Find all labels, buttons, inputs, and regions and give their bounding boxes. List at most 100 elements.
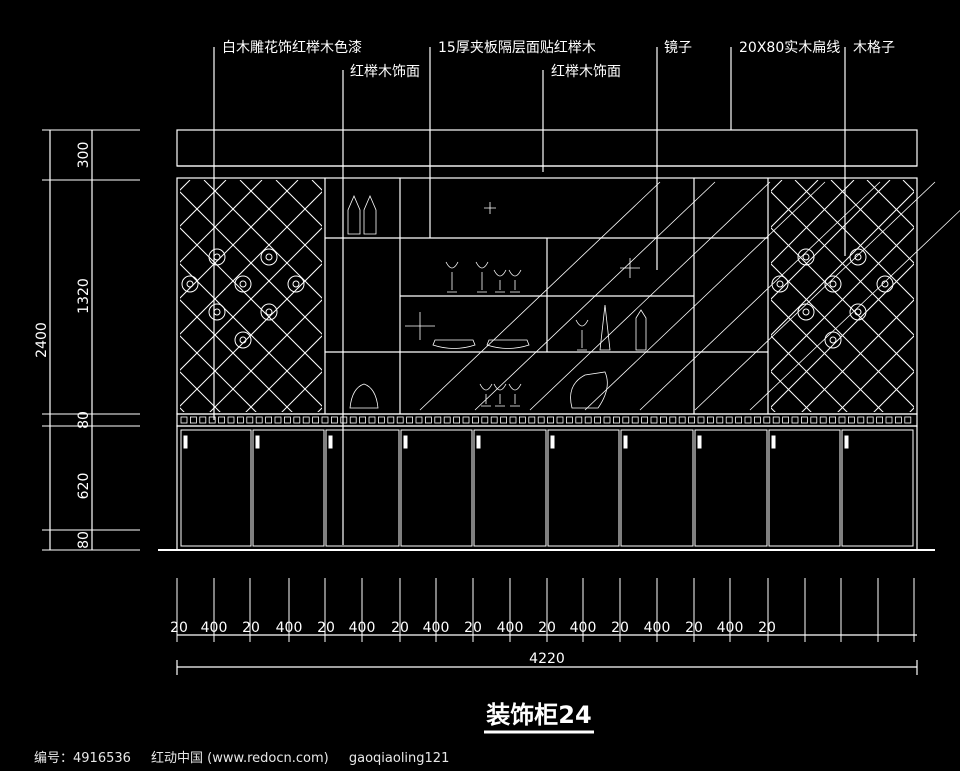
decanter [349,383,379,409]
drawing-title: 装饰柜24 [486,701,591,729]
wine-glass [493,383,507,407]
teapot [570,371,608,409]
wine-glass [575,319,589,351]
door-handle [623,435,628,449]
wine-bottle-end [797,248,815,266]
dish [486,339,530,349]
callout-beech-veneer-left: 红榉木饰面 [350,64,420,80]
wine-glass [475,261,489,293]
callout-mirror: 镜子 [664,40,692,56]
door-handle [328,435,333,449]
vdim-segment: 300 [76,142,92,169]
door-handle [550,435,555,449]
door-handle [403,435,408,449]
vdim-segment: 80 [76,411,92,429]
wine-bottle-end [849,303,867,321]
callout-shelf-board: 15厚夹板隔层面贴红榉木 [438,40,596,56]
hdim-segment-label: 20 [391,620,409,636]
door-handle [697,435,702,449]
lower-cabinet-frame [176,425,918,551]
wine-glass [445,261,459,293]
door-handle [844,435,849,449]
cabinet-door [768,429,841,547]
wine-lattice [180,180,322,412]
wine-bottle-end [849,248,867,266]
footer-author: gaoqiaoling121 [348,751,450,766]
footer-site: 红动中国 (www.redocn.com) [151,751,329,766]
cabinet-door [252,429,325,547]
cabinet-door [620,429,694,547]
cabinet-door [180,429,252,547]
hdim-total: 4220 [529,651,565,667]
mirror-reflection-line [419,181,661,411]
wine-bottle-end [260,303,278,321]
tall-glass [599,304,611,351]
hdim-segment-label: 400 [349,620,376,636]
hdim-segment-label: 400 [570,620,597,636]
callout-solid-wood-molding: 20X80实木扁线 [739,40,840,56]
middle-band [176,413,918,427]
door-handle [771,435,776,449]
wine-bottle-end [771,275,789,293]
wine-bottle-end [287,275,305,293]
hdim-segment-label: 20 [538,620,556,636]
wine-lattice [771,180,914,412]
wine-glass [493,269,507,293]
cabinet-door [694,429,768,547]
hdim-segment-label: 20 [464,620,482,636]
mirror-reflection-line [694,181,936,411]
cabinet-door [400,429,473,547]
hdim-segment-label: 400 [423,620,450,636]
mirror-reflection-line [639,181,881,411]
vdim-segment: 1320 [76,278,92,314]
footer: 编号：4916536 红动中国 (www.redocn.com) gaoqiao… [34,747,465,766]
wine-bottle-end [797,303,815,321]
hdim-segment-label: 20 [611,620,629,636]
footer-id: 编号：4916536 [34,751,131,766]
hdim-segment-label: 400 [276,620,303,636]
wine-bottle-end [876,275,894,293]
hdim-segment-label: 20 [758,620,776,636]
cabinet-door [841,429,914,547]
wine-bottle-end [234,331,252,349]
hdim-segment-label: 400 [497,620,524,636]
cabinet-door [473,429,547,547]
hdim-segment-label: 400 [201,620,228,636]
door-handle [476,435,481,449]
cross-mark [405,202,640,340]
hdim-segment-label: 20 [317,620,335,636]
vdim-segment: 80 [76,531,92,549]
mirror-reflection-line [529,181,771,411]
top-cornice [176,129,918,167]
callout-beech-veneer-center: 红榉木饰面 [551,64,621,80]
wine-bottle-end [260,248,278,266]
mirror-reflection-line [584,181,826,411]
dish [432,339,476,349]
wine-bottle-end [181,275,199,293]
mirror-reflection-line [474,181,716,411]
cabinet-door [547,429,620,547]
cabinet-door [325,429,400,547]
bottle [635,309,647,351]
wine-bottles-top [347,194,377,235]
hdim-segment-label: 400 [644,620,671,636]
hdim-segment-label: 20 [685,620,703,636]
mirror-reflection-line [749,209,960,411]
wine-glass [508,383,522,407]
callout-carved-wood: 白木雕花饰红榉木色漆 [222,39,362,56]
door-handle [183,435,188,449]
vdim-segment: 620 [76,473,92,500]
wine-bottle-end [234,275,252,293]
hdim-segment-label: 400 [717,620,744,636]
wine-bottle-end [208,248,226,266]
wine-glass [508,269,522,293]
wine-bottle-end [824,275,842,293]
wine-bottle-end [208,303,226,321]
wine-glass [479,383,493,407]
wine-bottle-end [824,331,842,349]
hdim-segment-label: 20 [170,620,188,636]
callout-wood-lattice: 木格子 [853,40,895,56]
door-handle [255,435,260,449]
hdim-segment-label: 20 [242,620,260,636]
